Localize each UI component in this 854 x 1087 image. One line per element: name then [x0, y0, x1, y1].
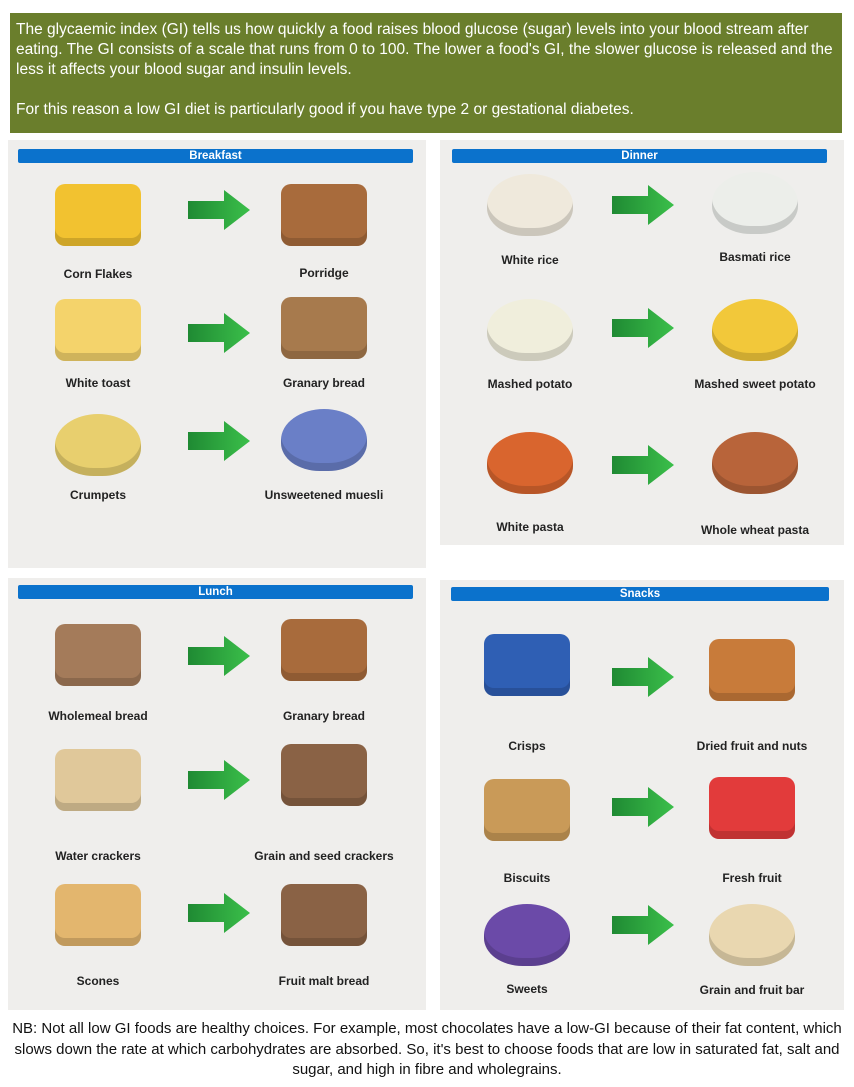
snacks-from-label-1: Biscuits — [503, 871, 551, 885]
dinner-to-label-2: Whole wheat pasta — [700, 523, 810, 537]
breakfast-from-food-image-0 — [55, 184, 141, 246]
snacks-from-food-image-1 — [484, 779, 570, 841]
breakfast-arrow-icon-1 — [188, 313, 250, 353]
snacks-from-label-0: Crisps — [508, 739, 546, 753]
lunch-to-label-2: Fruit malt bread — [278, 974, 370, 988]
snacks-to-label-1: Fresh fruit — [722, 871, 782, 885]
breakfast-from-label-0: Corn Flakes — [63, 267, 133, 281]
lunch-to-label-1: Grain and seed crackers — [254, 849, 394, 863]
dinner-to-label-0: Basmati rice — [719, 250, 791, 264]
breakfast-to-label-0: Porridge — [299, 266, 349, 280]
dinner-to-food-image-1 — [712, 299, 798, 361]
lunch-arrow-icon-2 — [188, 893, 250, 933]
lunch-to-food-image-2 — [281, 884, 367, 946]
lunch-title-bar: Lunch — [18, 585, 413, 599]
lunch-from-label-0: Wholemeal bread — [48, 709, 148, 723]
lunch-to-label-0: Granary bread — [282, 709, 366, 723]
footer-note: NB: Not all low GI foods are healthy cho… — [12, 1020, 842, 1078]
breakfast-from-food-image-1 — [55, 299, 141, 361]
breakfast-from-label-2: Crumpets — [69, 488, 127, 502]
intro-paragraph-1: The glycaemic index (GI) tells us how qu… — [16, 21, 833, 78]
dinner-from-food-image-1 — [487, 299, 573, 361]
lunch-to-food-image-1 — [281, 744, 367, 806]
snacks-arrow-icon-0 — [612, 657, 674, 697]
lunch-from-label-2: Scones — [76, 974, 120, 988]
breakfast-to-label-2: Unsweetened muesli — [264, 488, 384, 502]
snacks-to-food-image-0 — [709, 639, 795, 701]
breakfast-to-food-image-2 — [281, 409, 367, 471]
dinner-to-label-1: Mashed sweet potato — [694, 377, 816, 391]
lunch-to-food-image-0 — [281, 619, 367, 681]
dinner-from-food-image-2 — [487, 432, 573, 494]
lunch-from-food-image-1 — [55, 749, 141, 811]
breakfast-title-bar: Breakfast — [18, 149, 413, 163]
intro-box: The glycaemic index (GI) tells us how qu… — [10, 13, 842, 133]
breakfast-to-food-image-0 — [281, 184, 367, 246]
breakfast-to-label-1: Granary bread — [282, 376, 366, 390]
snacks-from-label-2: Sweets — [506, 982, 548, 996]
dinner-from-label-0: White rice — [501, 253, 559, 267]
snacks-arrow-icon-2 — [612, 905, 674, 945]
intro-paragraph-2: For this reason a low GI diet is particu… — [16, 101, 634, 118]
dinner-title-bar: Dinner — [452, 149, 827, 163]
snacks-to-food-image-2 — [709, 904, 795, 966]
breakfast-from-label-1: White toast — [65, 376, 131, 390]
dinner-to-food-image-2 — [712, 432, 798, 494]
lunch-arrow-icon-1 — [188, 760, 250, 800]
dinner-to-food-image-0 — [712, 172, 798, 234]
snacks-title-bar: Snacks — [451, 587, 829, 601]
breakfast-arrow-icon-0 — [188, 190, 250, 230]
snacks-to-label-0: Dried fruit and nuts — [696, 739, 808, 753]
lunch-from-food-image-0 — [55, 624, 141, 686]
dinner-from-label-2: White pasta — [496, 520, 564, 534]
dinner-arrow-icon-2 — [612, 445, 674, 485]
breakfast-to-food-image-1 — [281, 297, 367, 359]
dinner-arrow-icon-1 — [612, 308, 674, 348]
breakfast-from-food-image-2 — [55, 414, 141, 476]
dinner-arrow-icon-0 — [612, 185, 674, 225]
dinner-from-food-image-0 — [487, 174, 573, 236]
lunch-from-label-1: Water crackers — [55, 849, 141, 863]
snacks-to-label-2: Grain and fruit bar — [699, 983, 805, 997]
snacks-arrow-icon-1 — [612, 787, 674, 827]
snacks-from-food-image-0 — [484, 634, 570, 696]
snacks-to-food-image-1 — [709, 777, 795, 839]
breakfast-arrow-icon-2 — [188, 421, 250, 461]
snacks-from-food-image-2 — [484, 904, 570, 966]
dinner-from-label-1: Mashed potato — [487, 377, 573, 391]
lunch-from-food-image-2 — [55, 884, 141, 946]
lunch-arrow-icon-0 — [188, 636, 250, 676]
